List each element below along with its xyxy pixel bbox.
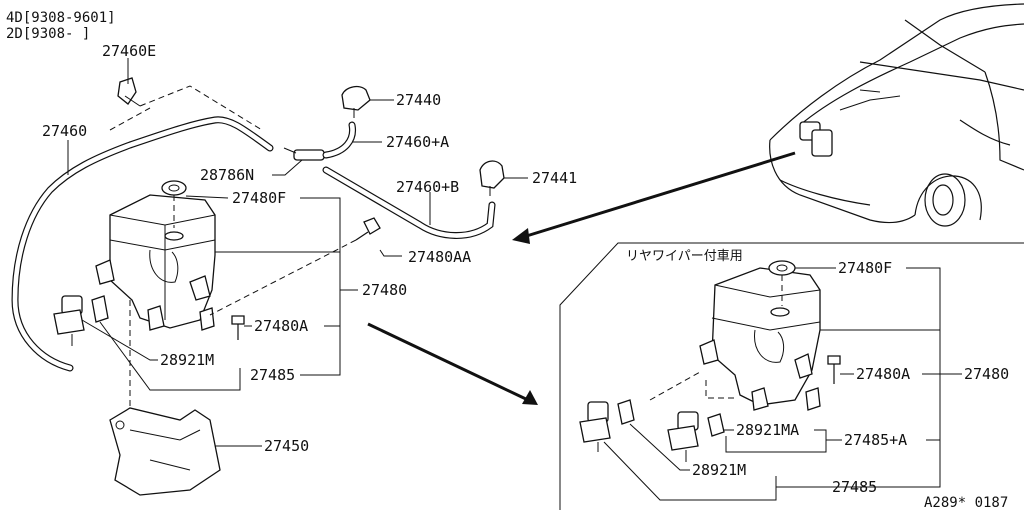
clip-27460e <box>117 72 141 107</box>
callout-arrow <box>367 322 538 405</box>
callout-arrow <box>512 151 796 244</box>
washer-tank-27480-rear-wiper <box>699 267 821 411</box>
washer-pump-28921m <box>53 295 85 346</box>
inset-label-27480: 27480 <box>964 365 1009 383</box>
car-illustration <box>769 3 1024 227</box>
label-27460b: 27460+B <box>396 178 459 196</box>
diagram-code: A289* 0187 <box>924 495 1008 511</box>
inset-label-28921ma: 28921MA <box>736 421 799 439</box>
leader-line <box>379 249 402 257</box>
label-27460e: 27460E <box>102 42 156 60</box>
leader-line <box>185 195 229 199</box>
bolt-27480a <box>231 315 245 340</box>
grommet-inset <box>617 399 635 425</box>
leader-bracket <box>778 267 941 488</box>
leader-line <box>272 159 303 176</box>
dashed-guide <box>109 107 151 131</box>
leader-line <box>603 441 777 501</box>
connector-28786n <box>283 147 325 161</box>
washer-nozzle-27441 <box>479 160 505 196</box>
dashed-guide <box>649 371 701 401</box>
leader-bracket <box>300 197 341 376</box>
label-27450: 27450 <box>264 437 309 455</box>
bolt-27480aa <box>209 217 381 316</box>
washer-hose-27460 <box>11 116 274 372</box>
dashed-guide <box>705 380 735 399</box>
leader-line <box>81 319 158 361</box>
label-27480f: 27480F <box>232 189 286 207</box>
washer-pump-28921m-inset <box>579 401 611 452</box>
label-28921m: 28921M <box>160 351 214 369</box>
inset-label-27480a: 27480A <box>856 365 910 383</box>
leader-line <box>725 429 827 453</box>
label-27441: 27441 <box>532 169 577 187</box>
inset-label-27485a: 27485+A <box>844 431 907 449</box>
label-27485: 27485 <box>250 366 295 384</box>
label-27460: 27460 <box>42 122 87 140</box>
leader-line <box>99 321 241 391</box>
label-27480a: 27480A <box>254 317 308 335</box>
tank-cap-27480f <box>161 180 187 228</box>
dashed-guide <box>139 85 263 131</box>
inset-label-28921m: 28921M <box>692 461 746 479</box>
washer-tank-27480 <box>95 194 216 331</box>
washer-pump-28921ma-inset <box>667 411 699 462</box>
label-27460a: 27460+A <box>386 133 449 151</box>
inset-caption: リヤワイパー付車用 <box>626 249 743 264</box>
label-28786n: 28786N <box>200 166 254 184</box>
washer-nozzle-27440 <box>341 85 371 118</box>
inset-label-27480f: 27480F <box>838 259 892 277</box>
grommet <box>91 295 109 323</box>
label-27480: 27480 <box>362 281 407 299</box>
model-range-2d: 2D[9308- ] <box>6 26 90 42</box>
leader-line <box>629 423 690 471</box>
inset-border <box>559 242 1024 510</box>
tank-bracket-27450 <box>109 407 221 496</box>
model-range-4d: 4D[9308-9601] <box>6 10 116 26</box>
bolt-27480a-inset <box>827 355 841 384</box>
inset-label-27485: 27485 <box>832 478 877 496</box>
label-27480aa: 27480AA <box>408 248 471 266</box>
grommet-inset-2 <box>707 413 725 437</box>
label-27440: 27440 <box>396 91 441 109</box>
